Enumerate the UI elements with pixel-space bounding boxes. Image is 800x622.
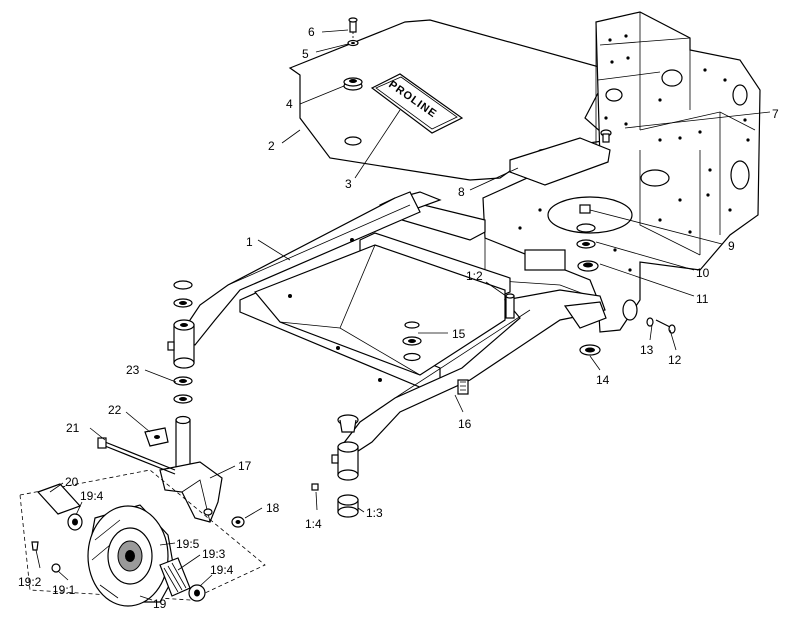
callout-19-2: 19:2 [18, 575, 42, 589]
callout-14: 14 [596, 373, 610, 387]
callout-23: 23 [126, 363, 140, 377]
right-pivot-tube [331, 441, 359, 481]
callout-13: 13 [640, 343, 654, 357]
caster-wheel [87, 504, 176, 607]
washer-14 [579, 344, 601, 356]
callout-2: 2 [268, 139, 275, 153]
screw-7 [600, 129, 612, 143]
callout-3: 3 [345, 177, 352, 191]
callout-11: 11 [696, 292, 709, 306]
callout-19-4-upper: 19:4 [80, 489, 104, 503]
callout-21: 21 [66, 421, 80, 435]
left-pivot-tube [167, 319, 195, 369]
callout-1: 1 [246, 235, 253, 249]
callout-6: 6 [308, 25, 315, 39]
main-frame [179, 191, 607, 456]
frame-housing [482, 11, 761, 333]
callout-5: 5 [302, 47, 309, 61]
grease-fitting-19-1 [51, 563, 61, 573]
callout-7: 7 [772, 107, 779, 121]
pivot-washers [576, 204, 599, 272]
cover-bolt [347, 17, 359, 47]
bearing-19-4-upper [67, 513, 83, 531]
callout-12: 12 [668, 353, 682, 367]
leader-lines [35, 29, 771, 601]
axle-bolt-21 [97, 437, 176, 475]
wheel-assembly-outline [19, 469, 266, 601]
bushing-4 [343, 77, 363, 91]
callout-19-1: 19:1 [52, 583, 76, 597]
bearing-19-4-lower [188, 584, 206, 602]
callout-17: 17 [238, 459, 252, 473]
right-tube-cap [337, 414, 359, 433]
callout-15: 15 [452, 327, 466, 341]
callout-22: 22 [108, 403, 122, 417]
callout-16: 16 [458, 417, 472, 431]
callout-4: 4 [286, 97, 293, 111]
callout-20: 20 [65, 475, 79, 489]
grease-fitting-19-2 [31, 541, 39, 551]
callout-1-4: 1:4 [305, 517, 322, 531]
callout-19-4-lower: 19:4 [210, 563, 234, 577]
washers-15 [402, 321, 422, 362]
grease-fitting-1-4 [311, 483, 319, 491]
callout-10: 10 [696, 266, 710, 280]
clip-22 [144, 427, 169, 447]
cover-plate: PROLINE [288, 19, 612, 181]
callout-1-3: 1:3 [366, 506, 383, 520]
nut-18 [231, 516, 245, 528]
callout-labels: 1 1:2 1:3 1:4 2 3 4 5 6 7 8 9 10 11 12 1… [18, 25, 779, 611]
callout-19-3: 19:3 [202, 547, 226, 561]
hub-19-3 [159, 557, 191, 597]
callout-19: 19 [153, 597, 167, 611]
callout-9: 9 [728, 239, 735, 253]
caster-fork [159, 415, 223, 523]
callout-1-2: 1:2 [466, 269, 483, 283]
callout-8: 8 [458, 185, 465, 199]
callout-19-5: 19:5 [176, 537, 200, 551]
callout-18: 18 [266, 501, 280, 515]
bushing-1-3 [337, 494, 359, 518]
left-tube-washers [173, 280, 193, 404]
